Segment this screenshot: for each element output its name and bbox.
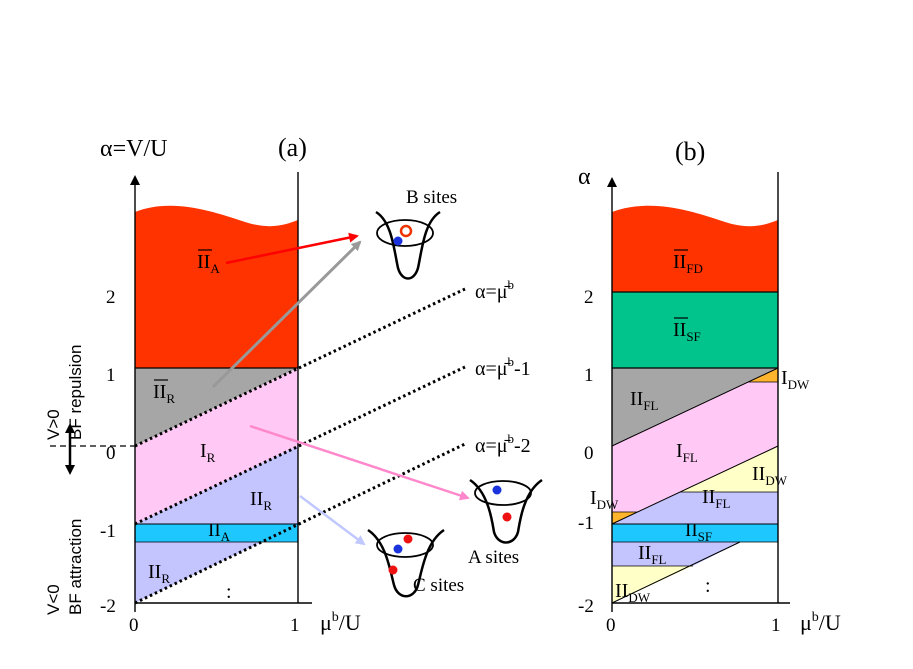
region-label-b-ifl: IFL xyxy=(676,440,698,465)
y-tick-b-minus1: -1 xyxy=(578,513,594,534)
y-axis-a-label: α=V/U xyxy=(100,136,167,162)
region-label-b-idw-top: IDW xyxy=(781,367,810,392)
region-b-ifl-pink xyxy=(612,382,778,524)
boundary-b-diag-3 xyxy=(611,541,741,604)
x-axis-a-label: μb/U xyxy=(320,610,361,635)
x-tick-b-1: 1 xyxy=(771,615,781,636)
line-label-a-2: α=μ̄b-1 xyxy=(475,354,531,380)
region-b-iisf-cyan xyxy=(612,524,778,542)
region-label-b-sf-top: IISF xyxy=(673,319,701,344)
c-sites-label: C sites xyxy=(413,575,464,596)
y-tick-b-0: 0 xyxy=(584,443,594,464)
a-site-icon xyxy=(469,478,543,544)
region-a-cyan xyxy=(135,524,298,542)
x-tick-b-0: 0 xyxy=(606,615,616,636)
region-label-b-idw-left: IDW xyxy=(590,487,619,512)
x-axis-b-label: μb/U xyxy=(800,610,841,635)
region-b-sf-green xyxy=(612,292,778,368)
y-tick-a-0: 0 xyxy=(106,443,116,464)
y-tick-b-minus2: -2 xyxy=(578,596,594,617)
line-label-a-1: α=μ̄b xyxy=(475,277,514,303)
line-label-a-3: α=μ̄b-2 xyxy=(475,431,531,457)
region-label-a-bottom: IIR xyxy=(148,561,170,586)
region-label-b-iisf: IISF xyxy=(685,520,712,544)
arrow-lavender xyxy=(299,495,366,546)
dotted-line-a-3 xyxy=(134,442,466,605)
region-label-a-pink: IR xyxy=(200,440,216,465)
x-tick-a-0: 0 xyxy=(129,615,139,636)
region-label-a-lav: IIR xyxy=(250,488,272,513)
dotted-line-a-1 xyxy=(134,287,466,448)
boundary-b-diag-1 xyxy=(611,367,779,447)
region-label-b-iifl-low: IIFL xyxy=(638,542,667,567)
x-tick-a-1: 1 xyxy=(290,615,300,636)
region-label-a-cyan: IIA xyxy=(208,520,231,544)
region-label-b-iifl-mid: IIFL xyxy=(702,486,731,511)
panel-b-tag: (b) xyxy=(675,137,705,166)
region-b-iifl-lav xyxy=(612,492,778,524)
b-sites-label: B sites xyxy=(406,187,457,208)
region-label-a-grey: IIR xyxy=(153,381,175,406)
panel-a-tag: (a) xyxy=(278,133,307,162)
y-tick-a-1: 1 xyxy=(106,365,116,386)
region-b-fd-red xyxy=(612,205,778,292)
y-tick-b-1: 1 xyxy=(584,365,594,386)
b-site-icon xyxy=(375,210,441,280)
region-label-a-top: IIA xyxy=(197,251,220,276)
y-tick-a-2: 2 xyxy=(106,287,116,308)
c-site-icon xyxy=(367,528,445,598)
dots-a: : xyxy=(226,581,232,603)
region-b-iifl-low-lav xyxy=(612,542,740,566)
region-a-pink xyxy=(135,368,298,524)
y-axis-b-label: α xyxy=(578,164,591,190)
boundary-b-diag-2 xyxy=(611,445,779,525)
y-tick-a-minus1: -1 xyxy=(100,521,116,542)
arrow-red xyxy=(225,232,359,265)
arrow-grey xyxy=(211,240,362,389)
y-tick-b-2: 2 xyxy=(584,287,594,308)
region-label-b-iidw-low: IIDW xyxy=(615,580,651,605)
dots-b: : xyxy=(705,575,711,597)
region-label-b-fd: IIFD xyxy=(673,251,703,276)
panel-b: (b) α μb/U 2 1 0 -1 -2 0 1 IIFD IISF IIF… xyxy=(578,137,841,636)
y-tick-a-minus2: -2 xyxy=(100,596,116,617)
arrow-pink xyxy=(249,424,470,501)
region-a-top-red xyxy=(135,205,298,368)
dotted-line-a-2 xyxy=(134,365,466,526)
region-label-b-iidw-mid: IIDW xyxy=(752,463,788,488)
a-sites-label: A sites xyxy=(468,547,519,568)
region-label-b-fl-grey: IIFL xyxy=(630,388,659,413)
